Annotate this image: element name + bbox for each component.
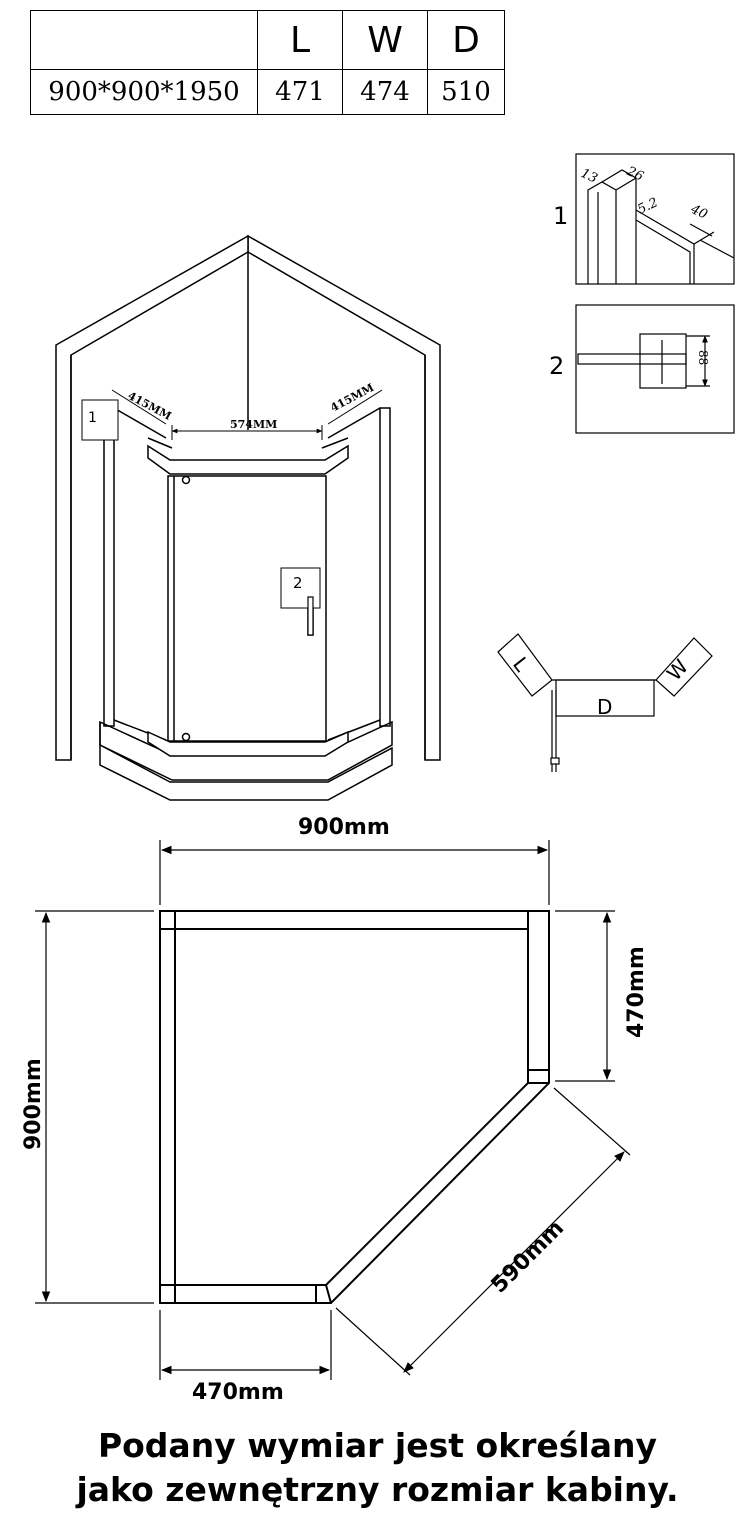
callout-1-label: 1 [88, 410, 97, 426]
table-header-cell: D [427, 10, 505, 70]
plan-dim-right: 470mm [624, 946, 649, 1038]
plan-dim-diagonal: 590mm [487, 1216, 570, 1299]
detail-1-dim: 13 [578, 166, 599, 187]
perspective-view [55, 234, 441, 801]
table-cell: 471 [257, 69, 343, 115]
plan-dim-top: 900mm [298, 815, 390, 840]
table-cell: 474 [342, 69, 428, 115]
dimension-table: L W D 900*900*1950 471 474 510 [30, 10, 505, 115]
door-panel [167, 475, 327, 742]
dim-front: 574MM [230, 418, 277, 431]
detail-2-dim: 88 [696, 350, 710, 365]
plan-outline [159, 910, 550, 1304]
callout-2-label: 2 [293, 574, 303, 592]
detail-1-label: 1 [553, 202, 568, 230]
plan-dim-left: 900mm [21, 1058, 46, 1150]
hinge-icon [181, 732, 191, 742]
left-panel-frame [103, 407, 115, 727]
detail-1: 1 13 26 5.2 40 [553, 153, 735, 285]
wall-left-outline [55, 234, 249, 761]
detail-1-dim: 26 [623, 164, 645, 185]
detail-2: 2 88 [549, 304, 735, 434]
detail-1-dim: 40 [687, 202, 709, 223]
lwd-schematic [497, 633, 713, 772]
caption-line-2: jako zewnętrzny rozmiar kabiny. [76, 1470, 679, 1509]
callout-2: 2 [280, 567, 321, 636]
table-cell: 900*900*1950 [30, 69, 258, 115]
plan-dimensions [35, 840, 631, 1380]
top-bar [147, 444, 349, 475]
schematic-label-d: D [597, 695, 612, 719]
detail-2-label: 2 [549, 352, 564, 380]
plan-view [159, 910, 550, 1304]
callout-1: 1 [81, 399, 119, 441]
table-row: 900*900*1950 471 474 510 [30, 69, 505, 115]
caption-line-1: Podany wymiar jest określany [97, 1426, 658, 1465]
schematic-right-panel [655, 637, 713, 697]
right-panel-frame [379, 407, 391, 727]
plan-dim-bottom: 470mm [192, 1380, 284, 1405]
table-cell: 510 [427, 69, 505, 115]
wall-outline [247, 234, 441, 761]
dim-left-panel: 415MM [126, 389, 174, 423]
hinge-icon [181, 475, 191, 485]
table-header-cell [30, 10, 258, 70]
perspective-dimensions [111, 389, 383, 440]
